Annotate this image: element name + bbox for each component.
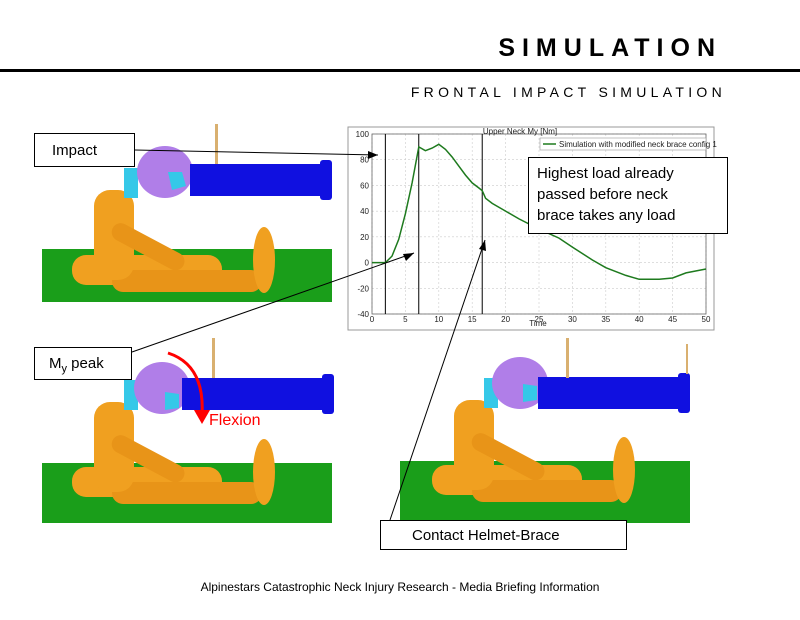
flexion-label: Flexion	[209, 412, 261, 429]
chart-xtick-label: 50	[702, 315, 711, 324]
chart-ytick-label: 60	[360, 181, 369, 190]
chart-ytick-label: 20	[360, 233, 369, 242]
flexion-arrow	[167, 351, 204, 416]
my-peak-rest: peak	[67, 355, 104, 372]
chart-xtick-label: 30	[568, 315, 577, 324]
chart-legend: Simulation with modified neck brace conf…	[539, 137, 717, 151]
chart-legend-label: Simulation with modified neck brace conf…	[559, 140, 717, 149]
helmet-top-left	[137, 146, 193, 198]
callout-line-1: Highest load already	[537, 165, 674, 182]
my-peak-label: My peak	[34, 347, 132, 380]
my-peak-subscript: y	[61, 363, 68, 375]
my-peak-main: M	[49, 355, 62, 372]
helmet-bottom-left	[134, 362, 190, 414]
chart-xtick-label: 45	[668, 315, 677, 324]
impactor-bottom-left	[182, 378, 322, 410]
chart-ytick-label: 100	[356, 130, 370, 139]
highest-load-callout: Highest load already passed before neck …	[528, 157, 728, 234]
chart-xtick-label: 15	[468, 315, 477, 324]
chart-xtick-label: 35	[601, 315, 610, 324]
chart-xtick-label: 0	[370, 315, 375, 324]
chart-title: Upper Neck My [Nm]	[483, 127, 557, 136]
chart-xtick-label: 20	[501, 315, 510, 324]
chart-xtick-label: 5	[403, 315, 408, 324]
chart-xlabel: Time	[529, 319, 547, 328]
chart-ytick-label: 40	[360, 207, 369, 216]
title-rule	[0, 69, 800, 72]
chart-xtick-label: 25	[535, 315, 544, 324]
callout-line-3: brace takes any load	[537, 207, 676, 224]
chart-ytick-label: -20	[357, 284, 369, 293]
chart-xtick-label: 40	[635, 315, 644, 324]
chart-series-line	[372, 143, 707, 281]
contact-helmet-brace-label: Contact Helmet-Brace	[380, 520, 627, 550]
mypeak-connector	[131, 252, 415, 353]
impact-connector	[134, 149, 379, 156]
contact-connector	[389, 239, 486, 521]
footer-text: Alpinestars Catastrophic Neck Injury Res…	[200, 580, 600, 594]
impact-label: Impact	[34, 133, 135, 167]
chart-xtick-label: 10	[434, 315, 443, 324]
impactor-bottom-right	[538, 377, 678, 409]
page-subtitle: FRONTAL IMPACT SIMULATION	[410, 84, 726, 100]
chart-ytick-label: 80	[360, 156, 369, 165]
chart-ytick-label: -40	[357, 310, 369, 319]
page-title: SIMULATION	[498, 34, 722, 62]
callout-line-2: passed before neck	[537, 186, 668, 203]
impactor-top-left	[190, 164, 320, 196]
chart-ytick-label: 0	[365, 259, 370, 268]
